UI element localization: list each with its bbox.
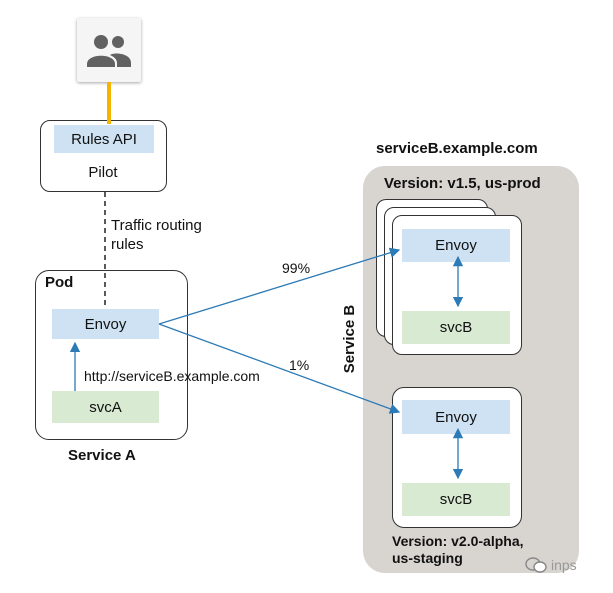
staging-svcb-box: svcB <box>402 483 510 516</box>
staging-version-line1: Version: v2.0-alpha, <box>392 533 524 549</box>
pilot-box: Rules API Pilot <box>40 120 167 192</box>
prod-envoy-label: Envoy <box>435 237 477 254</box>
percent-99-label: 99% <box>282 260 311 276</box>
rules-api-label: Rules API <box>71 130 137 148</box>
pod-envoy-box: Envoy <box>52 309 159 339</box>
service-b-side-label: Service B <box>341 304 358 374</box>
staging-svcb-label: svcB <box>439 491 473 508</box>
pod-title: Pod <box>45 274 74 291</box>
watermark: inps <box>525 556 577 574</box>
traffic-routing-label: Traffic routing rules <box>111 217 202 253</box>
users-card <box>77 18 141 82</box>
staging-envoy-label: Envoy <box>435 408 477 426</box>
watermark-label: inps <box>551 557 577 573</box>
prod-envoy-box: Envoy <box>402 229 510 262</box>
pod-envoy-label: Envoy <box>84 315 127 333</box>
svca-box: svcA <box>52 391 159 423</box>
service-url-label: http://serviceB.example.com <box>84 368 260 384</box>
staging-version-line2: us-staging <box>392 550 463 566</box>
prod-svcb-box: svcB <box>402 311 510 344</box>
service-b-domain: serviceB.example.com <box>376 140 538 157</box>
staging-envoy-box: Envoy <box>402 400 510 434</box>
users-group-icon <box>87 35 131 67</box>
prod-version-label: Version: v1.5, us-prod <box>384 175 541 192</box>
service-a-label: Service A <box>68 447 136 464</box>
svca-label: svcA <box>89 398 122 416</box>
rules-api-box: Rules API <box>54 125 154 153</box>
chat-bubble-icon <box>525 557 547 573</box>
percent-1-label: 1% <box>289 357 310 373</box>
pilot-label: Pilot <box>88 164 118 181</box>
prod-svcb-label: svcB <box>439 319 473 336</box>
